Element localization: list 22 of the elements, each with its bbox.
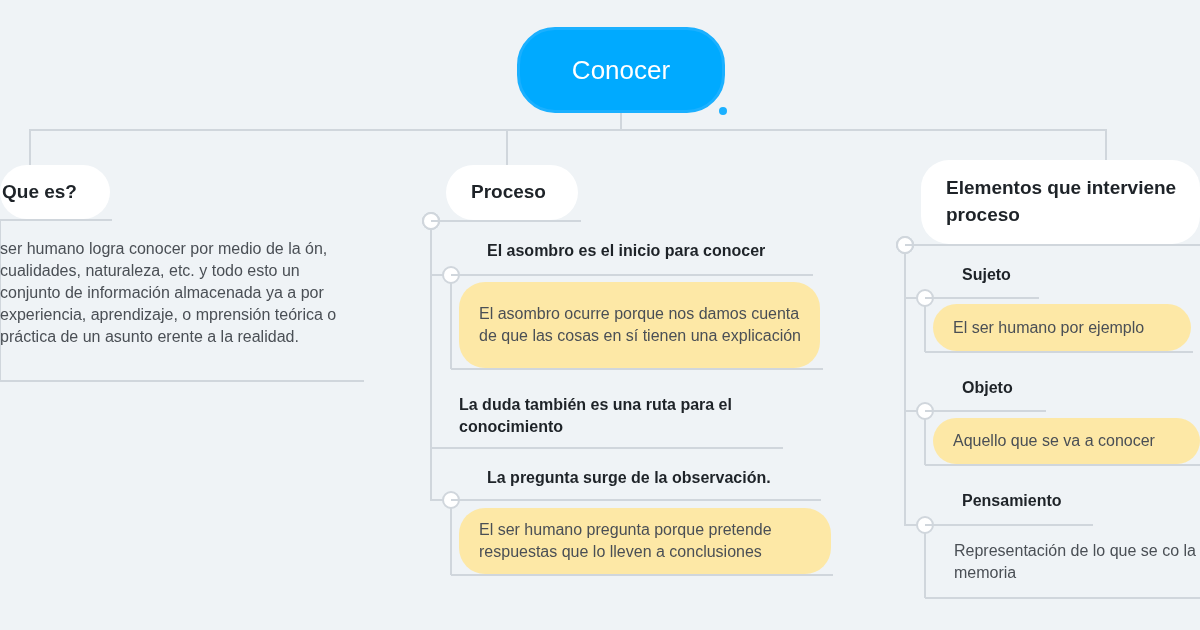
topic-pill: Elementos que interviene proceso: [921, 160, 1200, 244]
branch-line: [916, 402, 934, 466]
subtopic-text: Pensamiento: [962, 491, 1063, 511]
branch-line: [442, 266, 460, 370]
branch-line: [916, 516, 934, 599]
note-text: Representación de lo que se co la memoria: [954, 541, 1197, 583]
note-text: ser humano logra conocer por medio de la ón, cualidades, naturaleza, etc. y todo esto un conjunto de información almacenada ya a por experiencia, aprendizaje, o mprensión teórica o práctica de un asunto erente a la realidad.: [0, 239, 338, 347]
topic-pill: Que es?: [0, 165, 110, 219]
topic-underline: [431, 165, 581, 222]
subtopic-text: Sujeto: [962, 265, 1012, 285]
subtopic-text: La pregunta surge de la observación.: [487, 468, 772, 488]
topic-pill: Proceso: [446, 165, 578, 220]
note-pill: El asombro ocurre porque nos damos cuenta de que las cosas en sí tienen una explicación: [459, 282, 820, 368]
subtopic-text: Objeto: [962, 378, 1014, 398]
note-pill: El ser humano pregunta porque pretende respuestas que lo lleven a conclusiones: [459, 508, 831, 574]
subtopic-text: El asombro es el inicio para conocer: [487, 241, 767, 261]
central-topic: Conocer: [517, 27, 725, 113]
note-pill: Aquello que se va a conocer: [933, 418, 1200, 464]
branch-line: [916, 289, 934, 353]
subtopic-text: La duda también es una ruta para el conocimiento: [459, 395, 733, 437]
branch-line: [442, 491, 460, 576]
note-pill: El ser humano por ejemplo: [933, 304, 1191, 351]
